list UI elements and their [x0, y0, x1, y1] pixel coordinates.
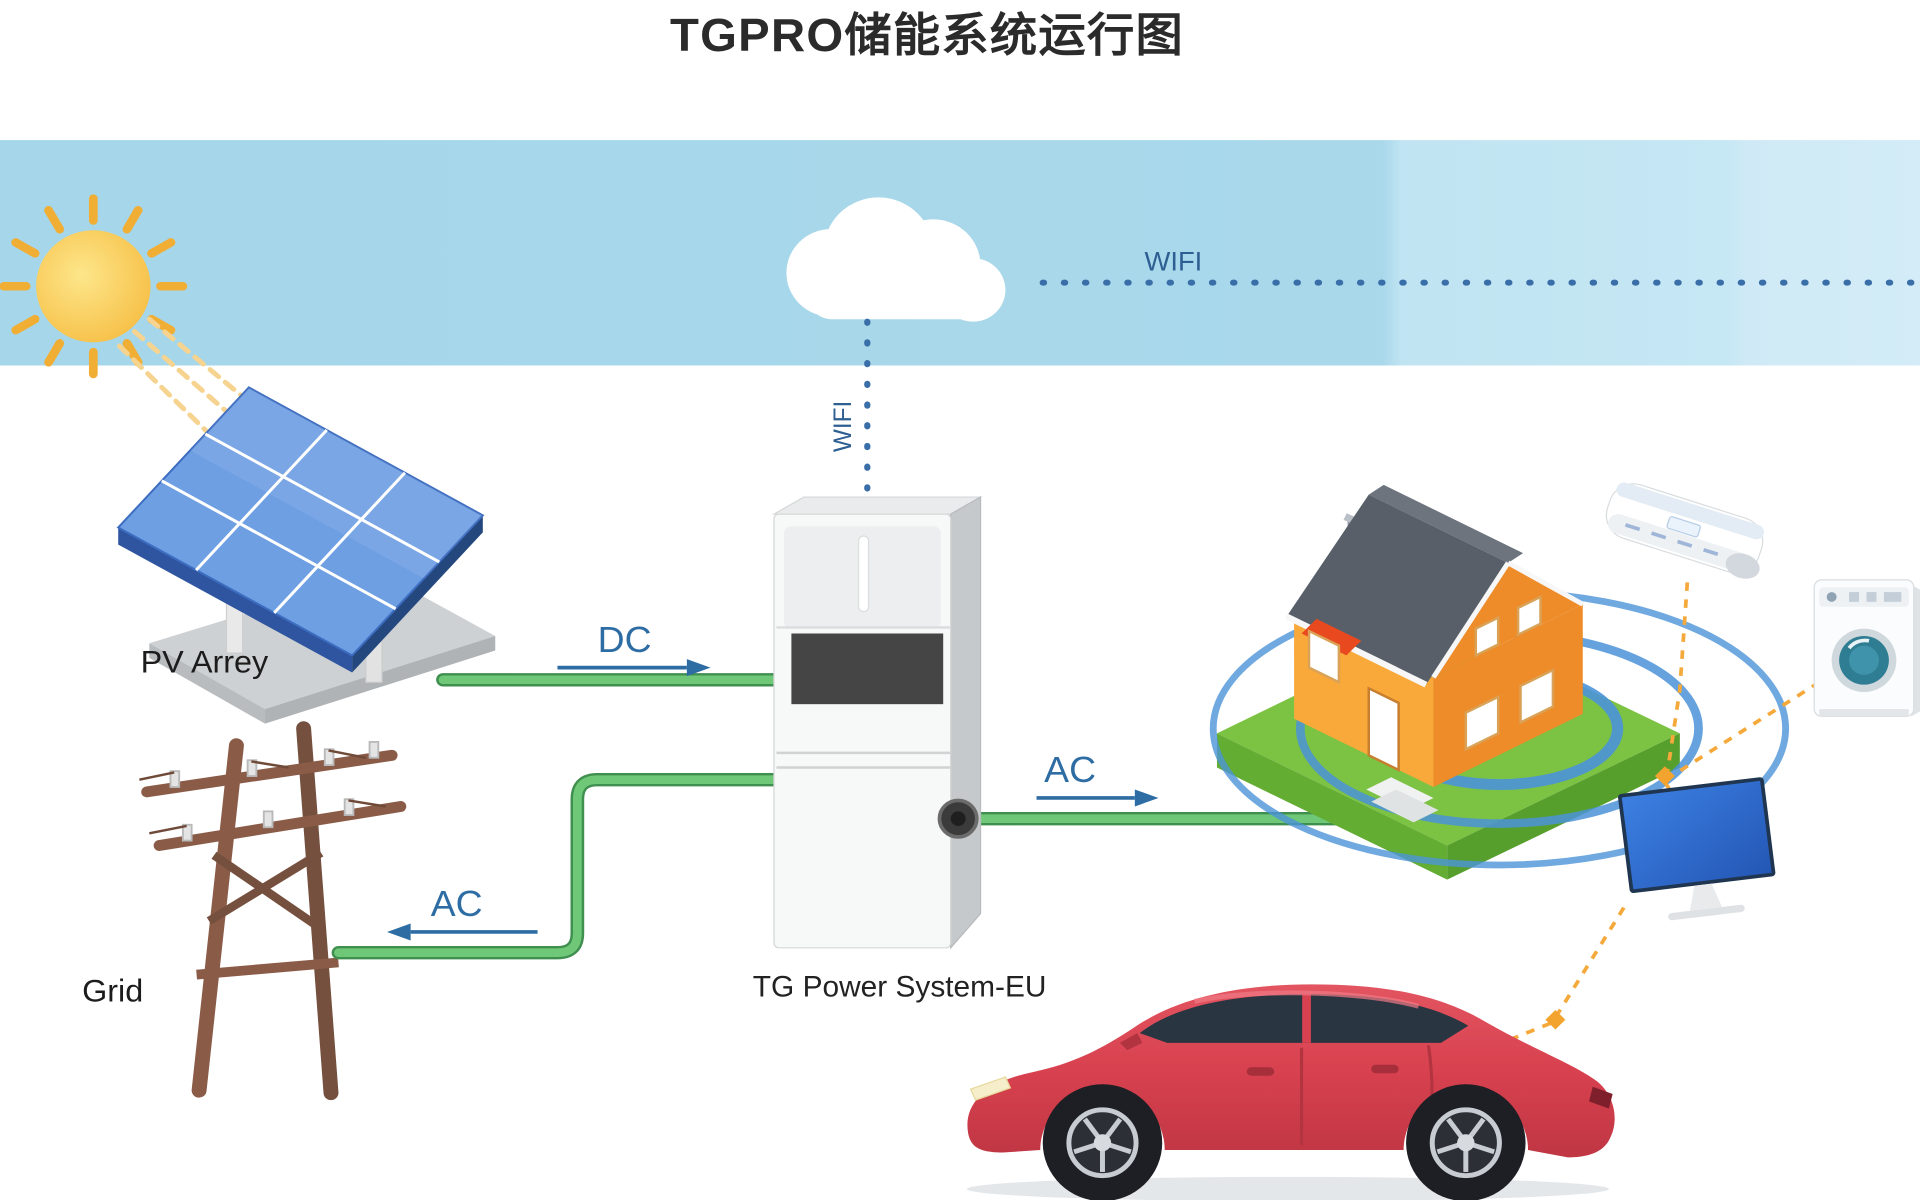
- rear-wheel: [1406, 1084, 1526, 1200]
- wifi-label-vertical: WIFI: [830, 401, 857, 452]
- power-pole-illustration: [139, 721, 407, 1101]
- sun-icon: [0, 194, 267, 449]
- inverter-label: TG Power System-EU: [753, 971, 1047, 1004]
- dc-arrow-icon: [557, 659, 711, 677]
- ac-grid-arrow-icon: [386, 923, 538, 941]
- front-wheel: [1042, 1084, 1163, 1200]
- ac-house-label: AC: [1044, 749, 1096, 790]
- orange-connector-lines: [1507, 582, 1821, 1043]
- cloud-icon: [786, 197, 1006, 322]
- air-conditioner-icon: [1605, 482, 1765, 579]
- connector-node: [1654, 766, 1675, 786]
- solar-panel-illustration: [118, 387, 495, 723]
- house-illustration: [1285, 484, 1585, 823]
- ac-grid-line: [334, 775, 783, 957]
- door: [1367, 686, 1400, 772]
- wifi-label-horizontal: WIFI: [1145, 246, 1203, 277]
- dc-label: DC: [598, 619, 652, 660]
- inverter-illustration: [771, 495, 983, 950]
- connector-node: [1545, 1009, 1566, 1030]
- car-icon: [966, 984, 1615, 1200]
- washing-machine-icon: [1813, 579, 1920, 717]
- headlight: [969, 1076, 1012, 1101]
- inverter-display-panel: [791, 633, 944, 705]
- ac-house-arrow-icon: [1036, 789, 1159, 807]
- grid-label: Grid: [82, 973, 143, 1009]
- page-title: TGPRO储能系统运行图: [670, 10, 1184, 61]
- sun-rays: [0, 194, 188, 379]
- car-mirror: [1119, 1033, 1143, 1051]
- pv-array-label: PV Arrey: [141, 644, 269, 680]
- tv-icon: [1618, 777, 1776, 921]
- taillight: [1589, 1086, 1613, 1109]
- awning: [1301, 618, 1362, 656]
- ac-grid-label: AC: [431, 883, 483, 924]
